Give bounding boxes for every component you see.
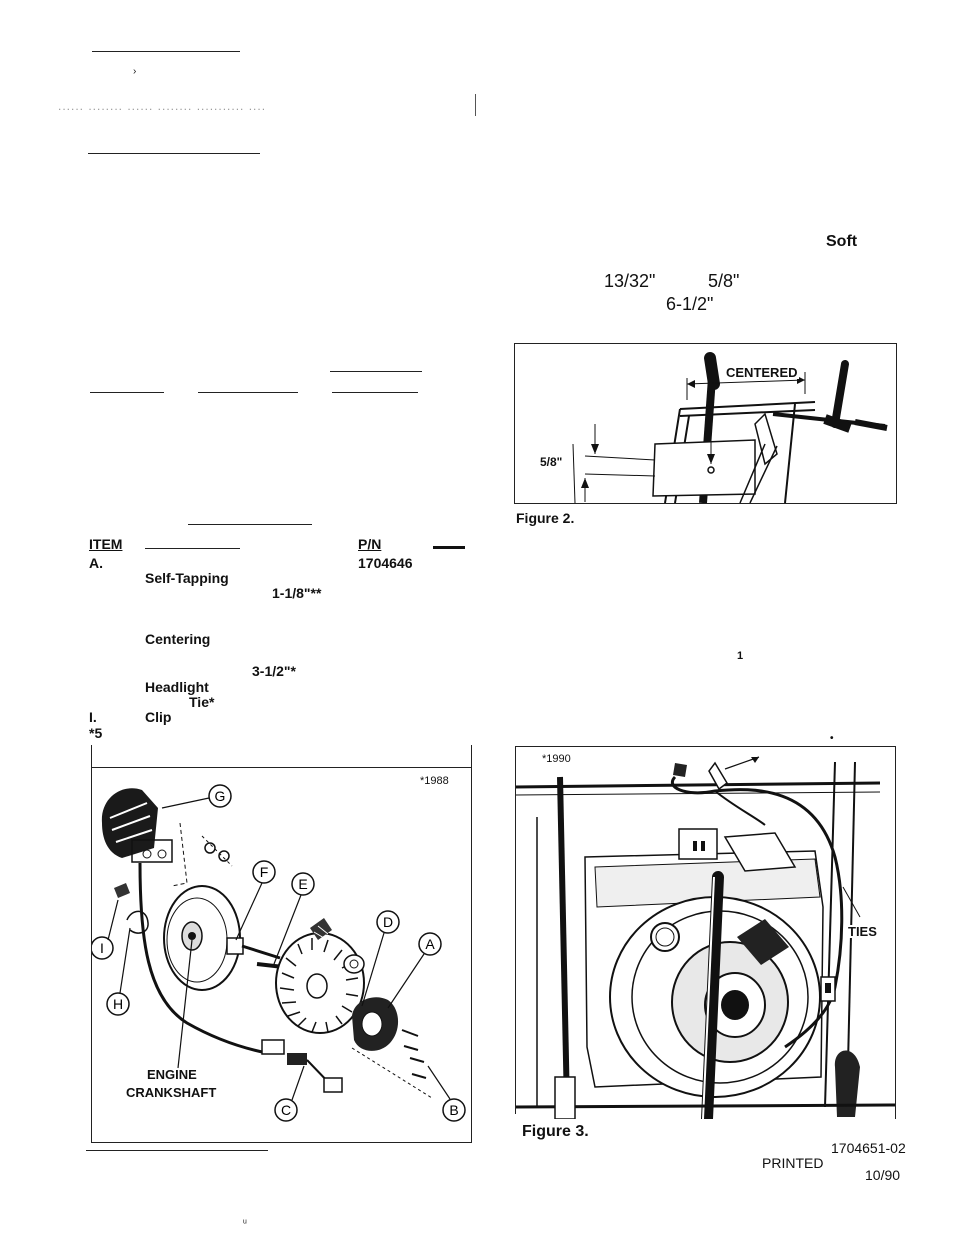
svg-text:I: I (100, 940, 104, 956)
callout-e: E (273, 872, 315, 965)
svg-text:E: E (298, 876, 307, 892)
svg-text:H: H (113, 996, 123, 1012)
figure3-left-border (515, 746, 516, 1114)
table-header-qty-rule (433, 546, 465, 549)
figure1-code: *1988 (420, 775, 449, 787)
figure3-caption: Figure 3. (522, 1123, 589, 1140)
figure3-ties-label: TIES (848, 924, 877, 939)
footer-date: 10/90 (865, 1167, 901, 1183)
table-header-item: ITEM (89, 536, 123, 552)
figure3-code: *1990 (542, 753, 571, 765)
starter-fan (275, 932, 365, 1034)
svg-text:C: C (281, 1102, 291, 1118)
blank-rule-3 (198, 392, 298, 393)
headlight-lamp (101, 788, 173, 863)
bottom-mark: ᵘ (243, 1218, 247, 1229)
row-a-pn: 1704646 (358, 555, 413, 571)
footer-printed: PRINTED (762, 1155, 824, 1171)
figure2-frame (514, 343, 897, 504)
figure3-frame (515, 746, 896, 1119)
flywheel (163, 885, 241, 991)
measurement-13-32: 13/32" (604, 271, 656, 291)
figure2-centered-label: CENTERED (725, 365, 799, 380)
footnote-marker: *5 (89, 725, 103, 741)
blank-rule-5 (188, 524, 312, 525)
alternator (352, 997, 399, 1051)
callout-d: D (361, 910, 400, 1007)
headlight-text: Headlight (145, 679, 209, 695)
figure2-dimension-label: 5/8" (540, 455, 563, 469)
blank-rule-4 (332, 392, 418, 393)
header-bar-mark (475, 94, 476, 116)
header-rule-1 (92, 51, 240, 52)
dimension-3-1-2: 3-1/2"* (252, 663, 296, 679)
dimension-1-1-8: 1-1/8"** (272, 585, 322, 601)
figure1-bottom-rule (86, 1150, 268, 1151)
footer-part-number: 1704651-02 (831, 1140, 906, 1156)
word-soft: Soft (826, 233, 858, 250)
svg-text:B: B (449, 1102, 458, 1118)
svg-text:D: D (383, 914, 393, 930)
callout-g: G (161, 784, 232, 809)
faint-header-line: ...... ........ ...... ........ ........… (58, 99, 267, 113)
svg-text:F: F (260, 864, 269, 880)
header-mark: › (133, 66, 137, 77)
engine-label: ENGINE (147, 1067, 197, 1082)
stray-dot: • (830, 733, 834, 744)
stray-digit: 1 (737, 650, 744, 662)
figure3-diagram (515, 747, 895, 1119)
header-rule-2 (88, 153, 260, 154)
svg-text:A: A (425, 936, 435, 952)
table-header-description-rule (145, 548, 240, 549)
callout-c: C (274, 1065, 305, 1122)
table-header-pn: P/N (358, 536, 382, 552)
figure1-top-rule (91, 767, 472, 768)
callout-a: A (387, 932, 442, 1009)
svg-text:G: G (215, 788, 226, 804)
figure2-caption: Figure 2. (516, 510, 575, 526)
row-a-item: A. (89, 555, 103, 571)
measurement-6-1-2: 6-1/2" (666, 294, 714, 314)
measurement-5-8: 5/8" (708, 271, 740, 291)
callout-i: I (92, 899, 119, 960)
blank-rule-1 (330, 371, 422, 372)
crankshaft-label: CRANKSHAFT (126, 1085, 217, 1100)
tie-text: Tie* (189, 694, 215, 710)
row-i-item: I. (89, 709, 97, 725)
figure1-diagram: G F E D A I H C B (92, 784, 466, 1122)
self-tapping-text: Self-Tapping (145, 570, 229, 586)
centering-text: Centering (145, 631, 211, 647)
callout-f: F (235, 860, 276, 941)
callout-b: B (427, 1065, 466, 1122)
clip-text: Clip (145, 709, 172, 725)
blank-rule-2 (90, 392, 164, 393)
callout-h: H (106, 927, 131, 1016)
figure2-diagram (572, 352, 888, 503)
